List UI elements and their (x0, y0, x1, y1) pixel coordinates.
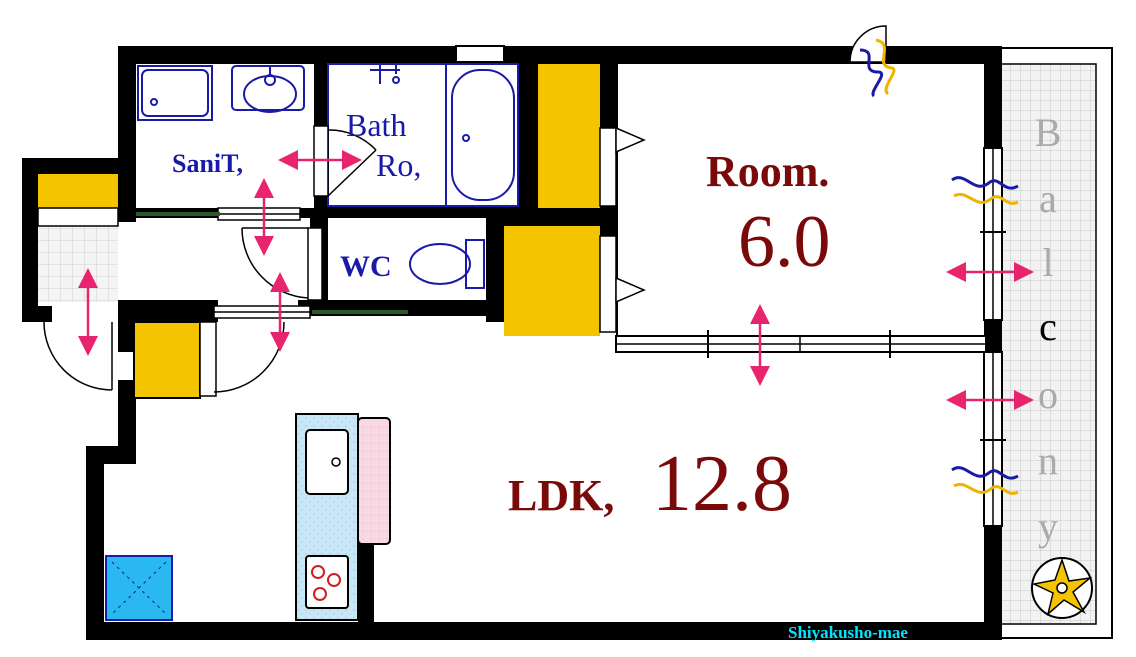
double-arrow-icon (78, 150, 1034, 410)
bath-label-line2: Ro, (376, 147, 421, 183)
sliding-rail-2 (312, 310, 408, 314)
room-label: Room. (706, 147, 829, 196)
room-interiors (104, 64, 984, 622)
balcony (997, 47, 1113, 639)
balcony-letter: B (1035, 110, 1062, 155)
counter-wall (358, 544, 374, 622)
ldk-label: LDK, (508, 471, 614, 520)
room-size: 6.0 (738, 201, 831, 283)
balcony-letter: l (1042, 240, 1053, 285)
drain-star-icon (1031, 557, 1093, 619)
bath-label-line1: Bath (346, 107, 406, 143)
wall-notch-2 (118, 380, 136, 464)
wc-label: WC (340, 250, 392, 283)
footer-station-label: Shiyakusho-mae (788, 623, 908, 642)
kitchen-counter (295, 413, 391, 621)
balcony-letter: o (1038, 372, 1058, 417)
balcony-label: B a l c o n y (1035, 110, 1062, 549)
sliding-rail (136, 212, 220, 216)
fridge-space (105, 555, 173, 621)
toilet-fixture (409, 239, 485, 289)
storage-closets (37, 64, 600, 399)
balcony-letter: c (1039, 304, 1057, 349)
outer-walls (22, 46, 1002, 640)
balcony-letter: y (1038, 504, 1058, 549)
room-partition (615, 330, 987, 358)
sanitary-fixtures (137, 65, 305, 121)
entrance-floor (38, 226, 118, 302)
ldk-size: 12.8 (652, 440, 792, 528)
balcony-letter: n (1038, 438, 1058, 483)
closet-doors (199, 126, 646, 397)
balcony-letter: a (1039, 176, 1057, 221)
vent (455, 45, 505, 63)
sanitary-label: SaniT, (172, 149, 243, 178)
window-wave-icon (859, 38, 1019, 495)
